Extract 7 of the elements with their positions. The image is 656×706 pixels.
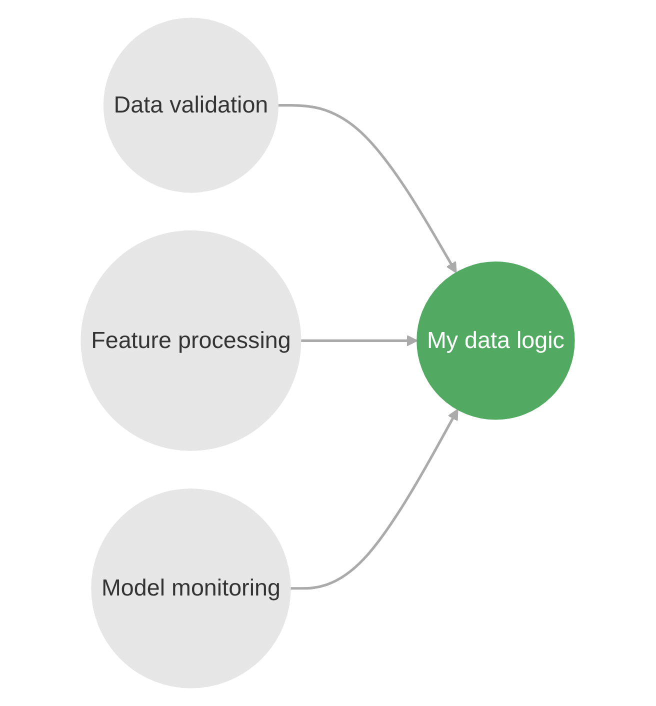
node-circle: Model monitoring [91, 488, 292, 688]
arrow [300, 334, 418, 346]
arrow [290, 408, 458, 590]
node-circle: Feature processing [80, 230, 302, 451]
node-circle: My data logic [416, 262, 576, 420]
node-circle: Data validation [104, 18, 279, 193]
arrow [278, 104, 458, 274]
